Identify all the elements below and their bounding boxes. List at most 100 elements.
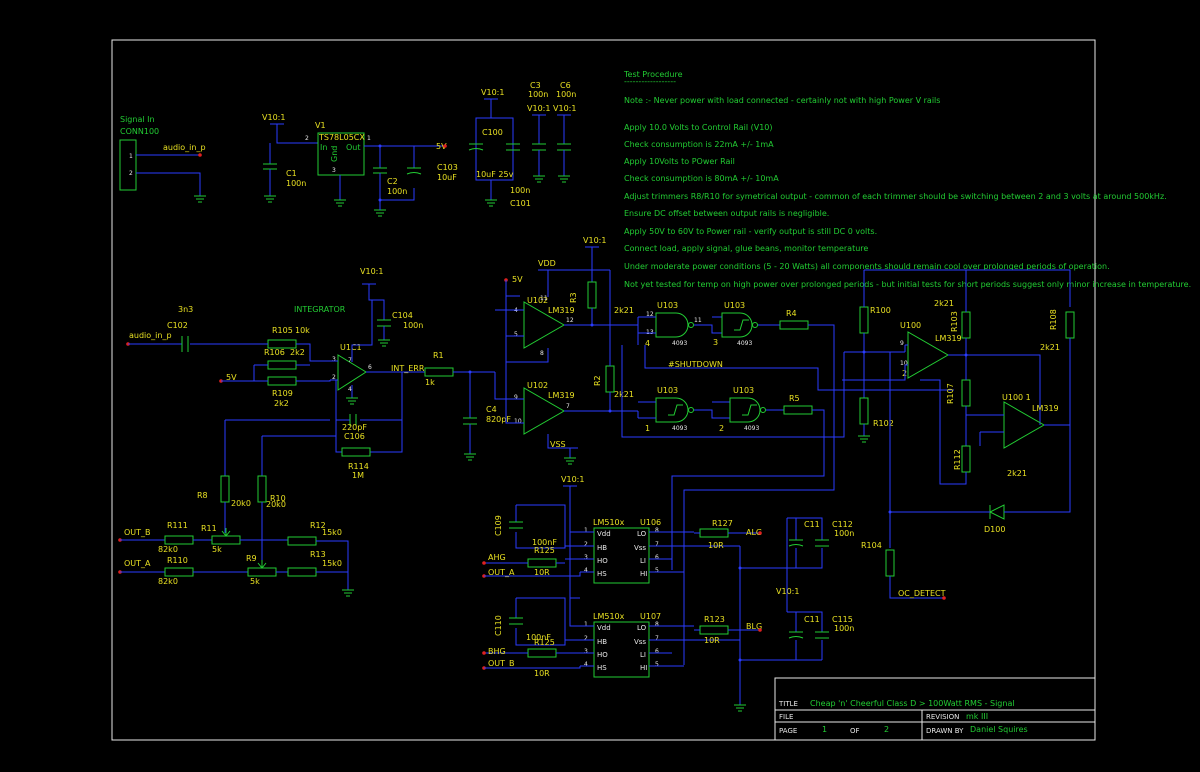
pin-ho: HO	[597, 557, 608, 565]
svg-text:5: 5	[514, 331, 518, 338]
c104-label: C104	[392, 311, 413, 320]
pin-hb: HB	[597, 544, 607, 552]
overcurrent-section: R100 R102 U100 LM319 9 10 2 R103 2k21 R1…	[842, 269, 1075, 600]
pin-li: LI	[640, 557, 646, 565]
signal-in-connector: Signal In CONN100 1 2 audio_in_p	[119, 115, 206, 203]
pin-hb: HB	[597, 638, 607, 646]
svg-text:8: 8	[540, 350, 544, 357]
c102-value: 3n3	[178, 305, 193, 314]
conn-label: CONN100	[120, 127, 159, 136]
c109-value: 100nF	[532, 538, 557, 547]
svg-text:1: 1	[645, 424, 650, 433]
u107-label: U107	[640, 612, 661, 621]
rail-5v-label: 5V	[436, 142, 447, 151]
svg-text:6: 6	[368, 364, 372, 371]
out-a-label: OUT_A	[124, 559, 151, 568]
svg-text:5: 5	[655, 661, 659, 668]
d100-label: D100	[984, 525, 1005, 534]
v1-gnd: Gnd	[330, 146, 339, 162]
svg-text:3: 3	[584, 554, 588, 561]
lm319c-label: LM319	[1032, 404, 1059, 413]
schmitt-gates-section: U103 4093 12 13 11 4 U103 4093 3 R4 #SHU…	[621, 301, 954, 665]
pin-vdd: Vdd	[597, 530, 611, 538]
r12-value: 15k0	[322, 528, 342, 537]
u103-part: 4093	[744, 425, 759, 432]
pin-hi: HI	[640, 664, 647, 672]
shutdown-label: #SHUTDOWN	[668, 360, 723, 369]
svg-text:6: 6	[655, 554, 659, 561]
pin-vss: Vss	[634, 638, 646, 646]
rail-label: V10:1	[481, 88, 504, 97]
pin-li: LI	[640, 651, 646, 659]
c104-value: 100n	[403, 321, 423, 330]
u1c1-label: U1C1	[340, 343, 362, 352]
r109-value: 2k2	[274, 399, 289, 408]
u1001-label: U100 1	[1002, 393, 1031, 402]
decoupling-section: V10:1 C100 10uF 25v 100n C101 C3 100n V1…	[468, 81, 576, 208]
svg-text:8: 8	[655, 621, 659, 628]
r127-label: R127	[712, 519, 733, 528]
r9-value: 5k	[250, 577, 260, 586]
r105-value: 10k	[295, 326, 310, 335]
title-block: TITLE Cheap 'n' Cheerful Class D > 100Wa…	[774, 677, 1096, 741]
r11-value: 5k	[212, 545, 222, 554]
svg-text:3: 3	[332, 167, 336, 174]
c2-value: 100n	[387, 187, 407, 196]
c3-value: 100n	[528, 90, 548, 99]
u103d-label: U103	[733, 386, 754, 395]
lm319-label: LM319	[548, 306, 575, 315]
c115-value: 100n	[834, 624, 854, 633]
r105-label: R105	[272, 326, 293, 335]
c101-label: C101	[510, 199, 531, 208]
svg-text:10: 10	[900, 360, 908, 367]
test-procedure-notes: Test Procedure ------------------ Note :…	[623, 70, 1191, 289]
r3-label: R3	[569, 292, 578, 303]
pin-hi: HI	[640, 570, 647, 578]
note-line: Connect load, apply signal, glue beans, …	[624, 244, 868, 253]
u103c-label: U103	[657, 386, 678, 395]
svg-text:4: 4	[645, 339, 650, 348]
svg-text:1: 1	[584, 621, 588, 628]
vss-label: VSS	[550, 440, 566, 449]
u102b-label: U102	[527, 381, 548, 390]
c112-label: C112	[832, 520, 853, 529]
svg-text:11: 11	[694, 317, 702, 324]
note-line: Apply 10.0 Volts to Control Rail (V10)	[624, 123, 773, 132]
rail-5v-label: 5V	[226, 373, 237, 382]
rail-label: V10:1	[527, 104, 550, 113]
svg-text:4: 4	[584, 661, 588, 668]
svg-text:10: 10	[514, 418, 522, 425]
svg-text:12: 12	[646, 311, 654, 318]
page-count: 2	[884, 725, 889, 734]
file-label: FILE	[779, 713, 793, 721]
c4-value: 820pF	[486, 415, 511, 424]
signal-in-label: Signal In	[120, 115, 155, 124]
revision-value: mk III	[966, 712, 988, 721]
c112-value: 100n	[834, 529, 854, 538]
rail-label: V10:1	[561, 475, 584, 484]
svg-text:7: 7	[655, 635, 659, 642]
of-label: OF	[850, 727, 860, 735]
c6-label: C6	[560, 81, 571, 90]
svg-text:1: 1	[129, 153, 133, 160]
r5-label: R5	[789, 394, 800, 403]
r114-label: R114	[348, 462, 369, 471]
r4-label: R4	[786, 309, 797, 318]
r3-value: 2k21	[614, 306, 634, 315]
pin-lo: LO	[637, 530, 647, 538]
r8-value: 20k0	[231, 499, 251, 508]
r108-value: 2k21	[1040, 343, 1060, 352]
lm510a-label: LM510x	[593, 518, 625, 527]
oc-detect-label: OC_DETECT	[898, 589, 946, 598]
svg-text:6: 6	[655, 648, 659, 655]
svg-text:1: 1	[584, 527, 588, 534]
c3-label: C3	[530, 81, 541, 90]
c106-label: C106	[344, 432, 365, 441]
r126-label: R125	[534, 638, 555, 647]
note-line: Apply 10Volts to POwer Rail	[624, 157, 735, 166]
svg-text:11: 11	[540, 295, 548, 302]
r104-label: R104	[861, 541, 882, 550]
svg-text:12: 12	[566, 317, 574, 324]
svg-text:2: 2	[584, 635, 588, 642]
note-line: Under moderate power conditions (5 - 20 …	[624, 262, 1110, 271]
